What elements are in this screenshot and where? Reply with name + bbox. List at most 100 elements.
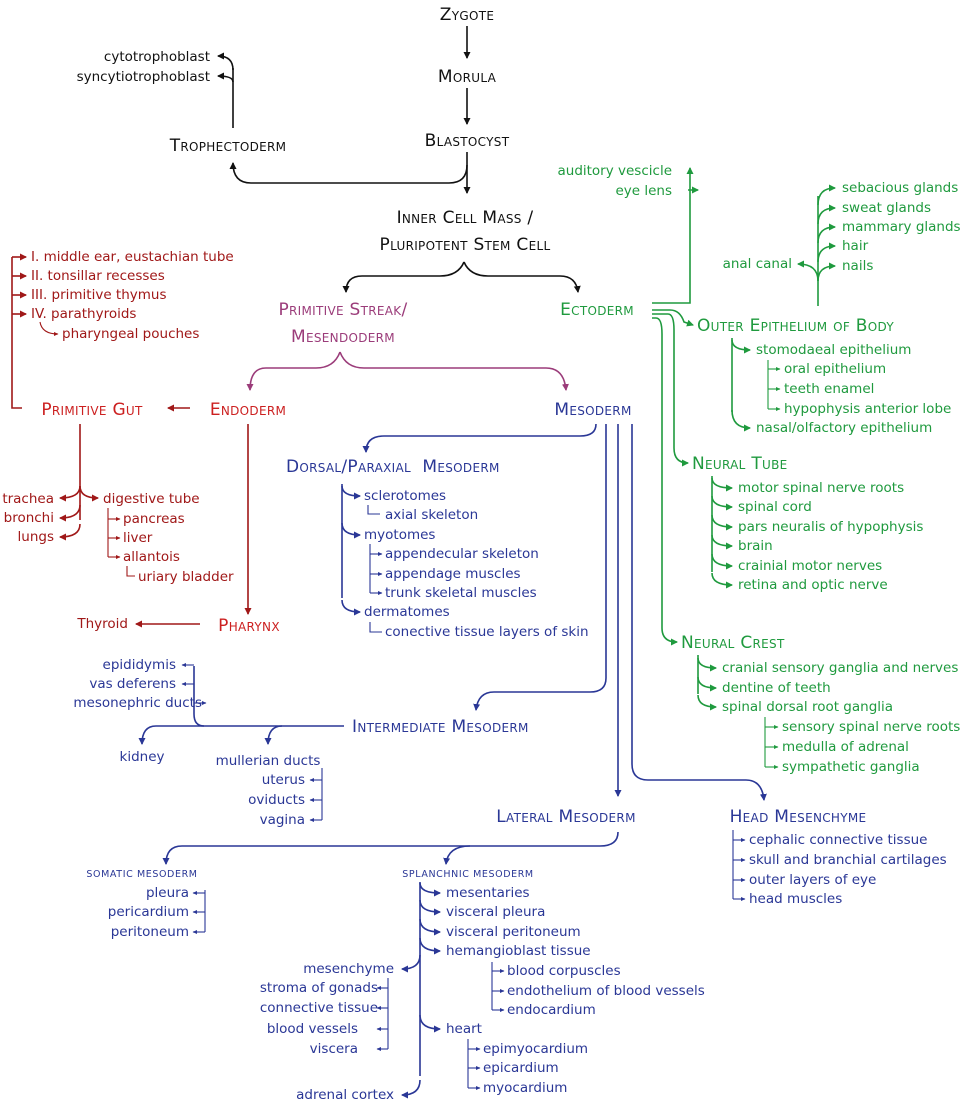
kidney-label: kidney — [120, 749, 165, 765]
dorsal-mesoderm-label: Dorsal/Paraxial Mesoderm — [286, 457, 500, 477]
arrow-cranial-ganglia — [697, 657, 717, 672]
mesonephric-label: mesonephric ducts — [73, 695, 202, 711]
arrow-intermediate-mullerian — [264, 725, 283, 745]
arrow-blastocyst-trophectoderm — [229, 162, 468, 184]
spinal-cord-label: spinal cord — [738, 499, 812, 515]
endothelium-label: endothelium of blood vessels — [507, 983, 705, 999]
pancreas-label: pancreas — [123, 511, 185, 527]
arrow-trachea — [59, 485, 81, 502]
arrow-nails — [817, 262, 836, 282]
arrow-motor-roots — [711, 477, 733, 492]
urinary-bladder-label: uriary bladder — [138, 569, 234, 585]
arrow-dermatomes — [341, 599, 361, 616]
lungs-label: lungs — [18, 529, 54, 545]
blastocyst-label: Blastocyst — [425, 131, 510, 151]
arrow-cytotrophoblast — [217, 52, 234, 71]
vagina-label: vagina — [260, 812, 305, 828]
anal-canal-label: anal canal — [723, 256, 792, 272]
arrow-anal-canal — [797, 260, 819, 282]
somatic-mesoderm-label: somatic mesoderm — [86, 869, 197, 880]
morula-label: Morula — [438, 67, 497, 87]
arrow-intermediate-left — [138, 725, 344, 745]
myocardium-label: myocardium — [483, 1080, 567, 1096]
arrow-syncytiotrophoblast — [217, 72, 234, 83]
pouch-4-label: IV. parathyroids — [31, 306, 136, 322]
mesendoderm-label: Mesendoderm — [291, 327, 395, 347]
primitive-gut-label: Primitive Gut — [41, 400, 143, 420]
epididymis-label: epididymis — [103, 657, 176, 673]
blood-vessels-label: blood vessels — [267, 1021, 358, 1037]
pouch-3-label: III. primitive thymus — [31, 287, 167, 303]
uterus-label: uterus — [262, 772, 305, 788]
arrow-pars-neuralis — [711, 514, 733, 531]
cytotrophoblast-label: cytotrophoblast — [104, 49, 210, 65]
skull-label: skull and branchial cartilages — [749, 852, 947, 868]
mesentaries-label: mesentaries — [446, 885, 530, 901]
head-mesenchyme-label: Head Mesenchyme — [730, 807, 867, 827]
arrow-bronchi — [59, 504, 81, 522]
arrow-dentine — [697, 676, 717, 692]
arrow-ectoderm-outer — [652, 309, 694, 327]
sebacious-glands-label: sebacious glands — [842, 180, 958, 196]
allantois-label: allantois — [123, 549, 180, 565]
oviducts-label: oviducts — [248, 792, 305, 808]
labels: Zygote Morula Blastocyst Trophectoderm c… — [2, 5, 960, 1103]
appendicular-label: appendecular skeleton — [385, 546, 539, 562]
sympathetic-label: sympathetic ganglia — [782, 759, 920, 775]
arrow-motor-nerves — [711, 553, 733, 570]
hair-label: hair — [842, 238, 869, 254]
connective-tissue-label: connective tissue — [260, 1000, 378, 1016]
arrow-retina — [711, 572, 733, 589]
mesoderm-label: Mesoderm — [554, 400, 631, 420]
arrow-ectoderm-neural-tube — [652, 313, 689, 467]
arrow-visceral-peritoneum — [419, 918, 441, 936]
zygote-label: Zygote — [440, 5, 494, 25]
visceral-peritoneum-label: visceral peritoneum — [446, 924, 581, 940]
brain-label: brain — [738, 538, 773, 554]
appendage-muscles-label: appendage muscles — [385, 566, 521, 582]
trunk-muscles-label: trunk skeletal muscles — [385, 585, 537, 601]
icm-label-line1: Inner Cell Mass / — [397, 208, 534, 228]
eye-layers-label: outer layers of eye — [749, 872, 876, 888]
arrow-hair — [817, 242, 836, 263]
arrow-hemangioblast — [419, 937, 441, 955]
arrow-pharyngeal-pouches — [39, 321, 59, 336]
liver-label: liver — [123, 530, 153, 546]
hypophysis-anterior-label: hypophysis anterior lobe — [784, 401, 951, 417]
neural-tube-label: Neural Tube — [692, 454, 788, 474]
skin-elbow — [369, 622, 382, 633]
eye-lens-label: eye lens — [615, 183, 672, 199]
dentine-label: dentine of teeth — [722, 680, 831, 696]
axial-skeleton-label: axial skeleton — [385, 507, 478, 523]
arrow-sebacious — [817, 184, 836, 206]
retina-label: retina and optic nerve — [738, 577, 888, 593]
viscera-label: viscera — [310, 1041, 358, 1057]
pharynx-label: Pharynx — [218, 616, 280, 636]
arrow-myotomes — [341, 522, 361, 539]
arrow-mesenchyme — [401, 954, 421, 973]
arrow-mammary — [817, 223, 836, 244]
mesenchyme-label: mesenchyme — [303, 961, 394, 977]
arrow-lateral-somatic — [162, 831, 619, 865]
nails-label: nails — [842, 258, 873, 274]
motor-roots-label: motor spinal nerve roots — [738, 480, 904, 496]
arrow-mesendoderm-endoderm — [246, 351, 341, 391]
neural-crest-label: Neural Crest — [681, 633, 785, 653]
icm-label-line2: Pluripotent Stem Cell — [380, 235, 551, 255]
motor-nerves-label: crainial motor nerves — [738, 558, 882, 574]
heart-label: heart — [446, 1021, 482, 1037]
arrow-spinal-cord — [711, 495, 733, 511]
myotomes-label: myotomes — [364, 527, 435, 543]
arrow-nasal — [731, 409, 751, 432]
epicardium-label: epicardium — [483, 1060, 559, 1076]
arrow-dorsal-root — [697, 694, 717, 711]
blood-corpuscles-label: blood corpuscles — [507, 963, 621, 979]
vas-deferens-label: vas deferens — [89, 676, 176, 692]
peritoneum-label: peritoneum — [111, 924, 189, 940]
arrow-icm-mesendoderm — [342, 261, 465, 293]
visceral-pleura-label: visceral pleura — [446, 904, 545, 920]
arrow-mesendoderm-mesoderm — [339, 351, 569, 391]
arrow-ectoderm-neural-crest — [652, 317, 678, 646]
arrow-brain — [711, 534, 733, 550]
